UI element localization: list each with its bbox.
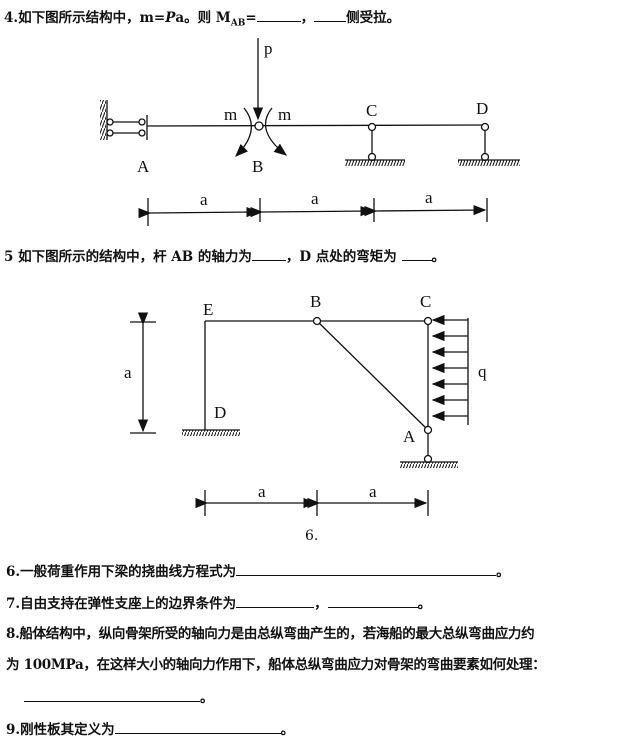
- figure-caption: 6.: [305, 528, 319, 544]
- question-8-answer: 。: [24, 686, 214, 706]
- question-7: 7.自由支持在弹性支座上的边界条件为 ， 。: [6, 592, 431, 612]
- q7-text: 7.自由支持在弹性支座上的边界条件为: [6, 596, 237, 612]
- question-8-line-2: 为 100MPa，在这样大小的轴向力作用下，船体总纵弯曲应力对骨架的弯曲要素如何…: [6, 657, 546, 673]
- dim-label-1: a: [200, 190, 208, 209]
- label-m-right: m: [278, 105, 291, 124]
- q7-blank-2[interactable]: [327, 595, 418, 608]
- q4-text: 4.如下图所示结构中，m=: [4, 10, 166, 26]
- q8-end: 。: [200, 690, 214, 706]
- q4-tail: 侧受拉。: [346, 10, 401, 26]
- q9-text: 9.刚性板其定义为: [6, 722, 115, 738]
- question-8-line-1: 8.船体结构中，纵向骨架所受的轴向力是由总纵弯曲产生的，若海船的最大总纵弯曲应力…: [6, 626, 535, 642]
- label-A2: A: [403, 427, 416, 446]
- label-B: B: [252, 157, 263, 176]
- dim-label-2: a: [311, 189, 319, 208]
- label-C: C: [366, 101, 377, 120]
- q6-end: 。: [496, 564, 510, 580]
- figure-2-labels: E B C D A q a a a: [124, 292, 487, 501]
- q4-sep: ，: [300, 10, 315, 26]
- q9-end: 。: [280, 722, 295, 738]
- question-6: 6.一般荷重作用下梁的挠曲线方程式为 。: [6, 560, 510, 580]
- label-q: q: [478, 362, 487, 381]
- q5-blank-2[interactable]: [401, 248, 432, 261]
- label-m-left: m: [224, 105, 237, 124]
- label-D2: D: [214, 403, 226, 422]
- q6-blank[interactable]: [236, 563, 497, 576]
- label-A: A: [137, 157, 150, 176]
- figure-1-labels: p m m A B C D a a a: [137, 39, 488, 209]
- q4-italic: P: [165, 10, 176, 26]
- label-B2: B: [310, 292, 321, 311]
- question-9: 9.刚性板其定义为 。: [6, 718, 294, 738]
- label-D: D: [476, 99, 488, 118]
- label-p: p: [264, 39, 273, 58]
- label-C2: C: [420, 292, 431, 311]
- q5-end: 。: [431, 249, 446, 265]
- q7-sep: ，: [314, 596, 328, 612]
- q5-text: 5 如下图所示的结构中，杆 AB 的轴力为: [4, 249, 252, 265]
- q7-blank-1[interactable]: [236, 595, 315, 608]
- dim-label-3: a: [425, 188, 433, 207]
- q4-text2: a。则 M: [175, 10, 231, 26]
- q5-blank-1[interactable]: [251, 248, 286, 261]
- label-E: E: [203, 300, 213, 319]
- q7-end: 。: [417, 596, 432, 612]
- dim-label-vertical: a: [124, 363, 132, 382]
- question-4: 4.如下图所示结构中，m=Pa。则 MAB= ， 侧受拉。: [4, 6, 400, 29]
- q6-text: 6.一般荷重作用下梁的挠曲线方程式为: [6, 564, 237, 580]
- q4-sub: AB: [230, 18, 246, 29]
- q5-mid: ，D 点处的弯矩为: [285, 249, 402, 265]
- q8-blank[interactable]: [24, 689, 200, 702]
- q9-blank[interactable]: [114, 721, 281, 734]
- question-5: 5 如下图所示的结构中，杆 AB 的轴力为 ，D 点处的弯矩为 。: [4, 245, 445, 265]
- figure-2: [130, 312, 469, 516]
- q4-blank-1[interactable]: [256, 9, 301, 22]
- q4-blank-2[interactable]: [314, 9, 347, 22]
- dim-label-2-2: a: [369, 482, 377, 501]
- q4-text3: =: [245, 10, 257, 26]
- dim-label-2-1: a: [258, 482, 266, 501]
- figure-1: [100, 38, 520, 226]
